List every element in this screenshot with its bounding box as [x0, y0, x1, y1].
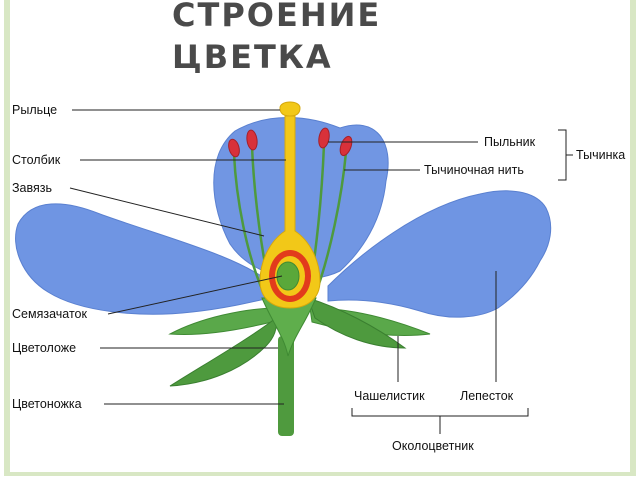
- flower-diagram: Рыльце Столбик Завязь Семязачаток Цветол…: [10, 86, 628, 472]
- anther-2: [246, 129, 258, 151]
- petal-right: [327, 190, 552, 318]
- label-ovary: Завязь: [12, 181, 52, 195]
- label-pedicel: Цветоножка: [12, 397, 82, 411]
- label-stigma: Рыльце: [12, 103, 57, 117]
- anther-1: [228, 138, 240, 158]
- anthers: [228, 127, 353, 158]
- label-receptacle: Цветоложе: [12, 341, 76, 355]
- pedicel-stem: [278, 336, 294, 436]
- label-anther: Пыльник: [484, 135, 536, 149]
- title-line-1: СТРОЕНИЕ: [172, 0, 382, 34]
- sepal-lower-right: [307, 297, 407, 349]
- label-filament: Тычиночная нить: [424, 163, 524, 177]
- anther-3: [318, 127, 330, 149]
- flower-illustration: Рыльце Столбик Завязь Семязачаток Цветол…: [12, 101, 625, 453]
- receptacle: [261, 297, 317, 357]
- sepal-left: [168, 307, 279, 335]
- label-stamen: Тычинка: [576, 148, 625, 162]
- leader-lines: [69, 109, 573, 434]
- label-ovule: Семязачаток: [12, 307, 87, 321]
- sepal-lower-left: [169, 317, 277, 387]
- petal-left: [15, 203, 279, 315]
- anther-4: [339, 135, 353, 157]
- slide-frame: [4, 0, 636, 476]
- page-title: СТРОЕНИЕ ЦВЕТКА: [172, 0, 381, 78]
- label-style: Столбик: [12, 153, 61, 167]
- filament-1: [232, 153, 268, 299]
- label-sepal: Чашелистик: [354, 389, 425, 403]
- title-line-2: ЦВЕТКА: [172, 38, 333, 76]
- ovule: [276, 261, 300, 291]
- label-perianth: Околоцветник: [392, 439, 474, 453]
- pistil-stigma: [279, 101, 301, 117]
- label-petal: Лепесток: [460, 389, 514, 403]
